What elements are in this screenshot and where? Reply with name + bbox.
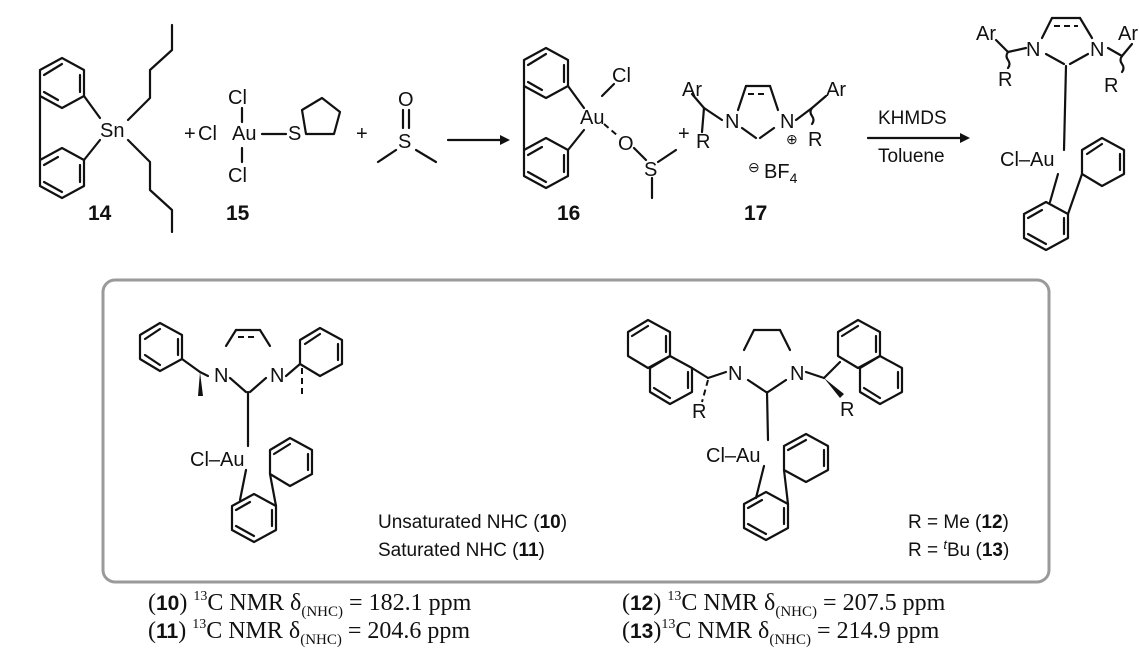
sulfur-atom-label: S: [398, 131, 411, 153]
aryl-label: Ar: [826, 79, 846, 101]
nitrogen-atom-label: N: [728, 363, 742, 385]
tin-atom-label: Sn: [100, 120, 124, 142]
r-group-label: R: [692, 401, 706, 423]
condition-base: KHMDS: [878, 108, 947, 129]
plus-sign: +: [356, 123, 368, 145]
nitrogen-atom-label: N: [1090, 39, 1104, 61]
compound-17-structure: [690, 84, 828, 140]
aryl-label: Ar: [682, 79, 702, 101]
nitrogen-atom-label: N: [780, 111, 794, 133]
compound-14-label: 14: [88, 202, 112, 225]
r-group-label: R: [1104, 75, 1118, 97]
oxygen-atom-label: O: [398, 89, 414, 111]
aryl-label: Ar: [976, 23, 996, 45]
r-methyl-note: R = Me (12): [908, 512, 1009, 533]
plus-sign: +: [184, 123, 196, 145]
plus-sign: +: [678, 123, 690, 145]
compound-17-label: 17: [744, 202, 767, 225]
chlorine-atom-label: Cl: [612, 65, 631, 87]
complex-12-13-structure: [626, 318, 904, 542]
product-complex-structure: [994, 16, 1134, 252]
chloro-gold-label: Cl–Au: [706, 445, 760, 467]
aryl-label: Ar: [1118, 23, 1138, 45]
compound-15-label: 15: [226, 202, 250, 225]
compound-14-structure: [38, 23, 174, 234]
r-group-label: R: [840, 399, 854, 421]
sulfur-atom-label: S: [644, 159, 657, 181]
positive-charge: ⊕: [786, 131, 798, 147]
reaction-arrow-1: [446, 135, 510, 145]
nitrogen-atom-label: N: [270, 365, 284, 387]
oxygen-atom-label: O: [618, 133, 634, 155]
condition-solvent: Toluene: [878, 146, 945, 167]
r-group-label: R: [998, 69, 1012, 91]
nmr-line-12: (12) 13C NMR δ(NHC) = 207.5 ppm: [622, 589, 946, 620]
compound-15-structure: [240, 96, 342, 164]
sulfur-atom-label: S: [288, 123, 301, 145]
negative-charge: ⊖: [748, 159, 760, 175]
chloro-gold-label: Cl–Au: [190, 449, 244, 471]
nmr-line-10: (10) 13C NMR δ(NHC) = 182.1 ppm: [148, 589, 472, 620]
nmr-line-13: (13)13C NMR δ(NHC) = 214.9 ppm: [622, 617, 940, 648]
complexes-box: [101, 278, 1051, 584]
saturated-nhc-note: Saturated NHC (11): [378, 540, 545, 561]
gold-atom-label: Au: [580, 107, 604, 129]
chlorine-bottom-label: Cl: [228, 165, 247, 187]
r-group-label: R: [696, 131, 710, 153]
nitrogen-atom-label: N: [725, 111, 739, 133]
chloro-gold-label: Cl–Au: [1000, 149, 1054, 171]
complex-10-11-structure: [138, 321, 344, 544]
compound-16-structure: [522, 46, 678, 200]
chlorine-left-label: Cl: [198, 123, 217, 145]
r-tert-butyl-note: R = tBu (13): [908, 537, 1009, 561]
gold-atom-label: Au: [232, 123, 256, 145]
compound-16-label: 16: [557, 202, 580, 225]
tetrafluoroborate-label: BF4: [764, 161, 798, 186]
unsaturated-nhc-note: Unsaturated NHC (10): [378, 512, 567, 533]
r-group-label: R: [808, 129, 822, 151]
nitrogen-atom-label: N: [1026, 39, 1040, 61]
nitrogen-atom-label: N: [214, 365, 228, 387]
reaction-arrow-2: [866, 133, 970, 143]
nmr-line-11: (11) 13C NMR δ(NHC) = 204.6 ppm: [148, 617, 470, 648]
dmso-structure: [376, 108, 438, 164]
chlorine-top-label: Cl: [228, 87, 247, 109]
nitrogen-atom-label: N: [790, 363, 804, 385]
